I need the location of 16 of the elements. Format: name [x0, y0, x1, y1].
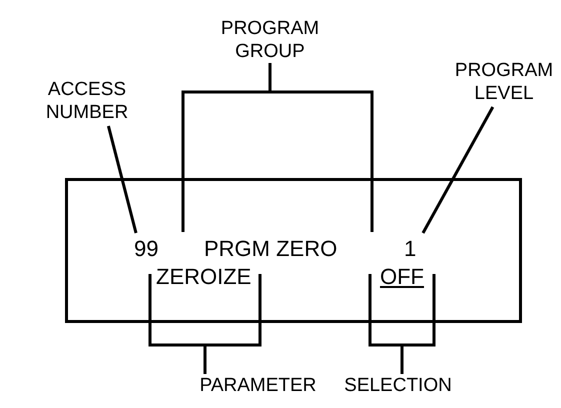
- callout-label: PARAMETER: [196, 374, 320, 398]
- callout-label: PROGRAM GROUP: [208, 17, 332, 63]
- leader-line: [182, 62, 374, 234]
- display-text: 99: [134, 237, 170, 261]
- display-text: 1: [404, 237, 420, 261]
- leader-line: [148, 272, 262, 376]
- leader-line: [368, 272, 436, 376]
- callout-label: PROGRAM LEVEL: [448, 59, 560, 105]
- callout-label: SELECTION: [336, 374, 460, 398]
- display-text: PRGM ZERO: [204, 237, 336, 261]
- leader-line: [106, 126, 138, 234]
- leader-line: [422, 106, 494, 234]
- callout-label: ACCESS NUMBER: [24, 78, 150, 124]
- display-panel: [65, 178, 522, 323]
- display-text: OFF: [380, 265, 424, 289]
- display-text: ZEROIZE: [156, 265, 252, 289]
